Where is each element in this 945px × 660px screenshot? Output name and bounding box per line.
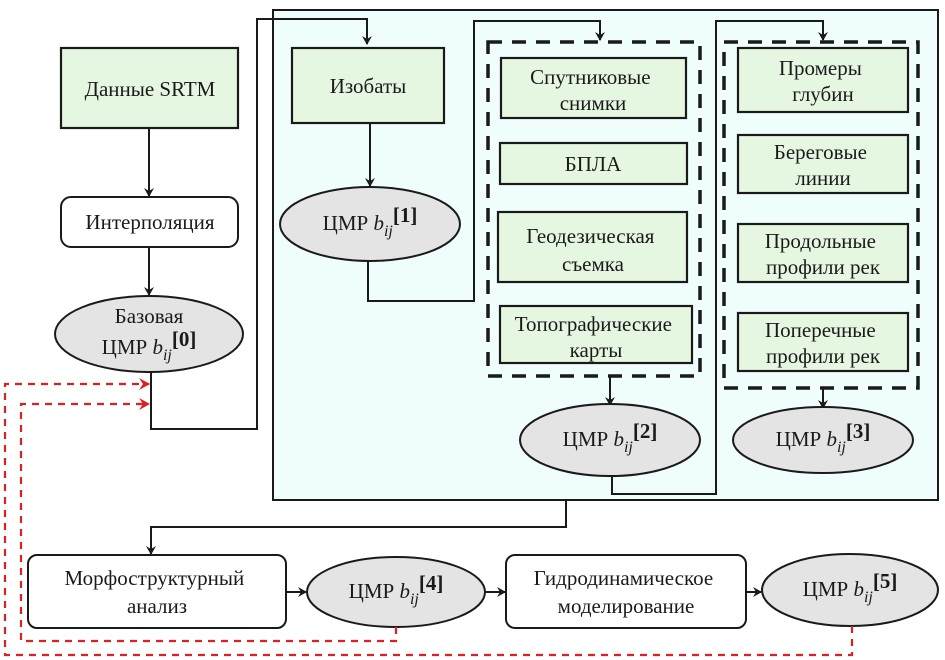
node-morpho-label: Морфоструктурный анализ	[65, 566, 250, 618]
node-soundings	[736, 46, 910, 114]
node-isobaths	[290, 46, 446, 125]
node-dem0-label: ЦМР bij[0]	[102, 327, 197, 364]
group2-frame	[486, 40, 702, 378]
node-satellite	[499, 56, 688, 120]
node-dem5	[761, 553, 939, 627]
node-dem0-prefix: Базовая	[115, 304, 184, 328]
node-hydro-label: Гидродинамическое моделирование	[534, 566, 719, 618]
group2-items: Спутниковые снимки БПЛА Геодезическая съ…	[496, 56, 694, 365]
node-long-profiles	[736, 222, 910, 284]
node-dem3-label: ЦМР bij[3]	[776, 419, 871, 456]
node-geodetic	[496, 210, 689, 284]
node-uav-label: БПЛА	[565, 152, 622, 176]
node-srtm	[59, 46, 240, 130]
connector-dem2-to-group3	[611, 20, 828, 495]
node-topomaps	[498, 304, 694, 365]
node-soundings-label: Промеры глубин	[779, 56, 867, 106]
group3-items: Промеры глубин Береговые линии Продольны…	[736, 46, 910, 373]
node-dem2	[519, 403, 701, 477]
node-dem1	[279, 186, 461, 262]
connector-dem1-to-group2	[367, 20, 605, 302]
node-coastlines	[736, 133, 910, 195]
node-long-profiles-label: Продольные профили рек	[765, 229, 881, 279]
node-dem3	[732, 406, 914, 474]
node-cross-profiles	[736, 311, 910, 373]
node-dem2-label: ЦМР bij[2]	[563, 419, 658, 456]
node-geodetic-label: Геодезическая съемка	[526, 224, 659, 276]
node-coastlines-label: Береговые линии	[774, 140, 872, 190]
node-interpolation-label: Интерполяция	[85, 210, 214, 234]
node-dem1-label: ЦМР bij[1]	[323, 203, 418, 240]
group3-frame	[722, 40, 920, 390]
feedback-dem4-to-dem0	[19, 398, 398, 643]
node-dem5-label: ЦМР bij[5]	[803, 569, 898, 606]
node-dem0	[54, 295, 244, 373]
node-srtm-label: Данные SRTM	[85, 77, 216, 101]
node-dem4-label: ЦМР bij[4]	[349, 571, 444, 608]
connector-panel-to-morpho	[146, 500, 567, 555]
node-isobaths-label: Изобаты	[330, 74, 407, 98]
feedback-dem5-to-dem0	[3, 378, 854, 657]
node-uav	[498, 141, 689, 186]
node-satellite-label: Спутниковые снимки	[530, 65, 656, 115]
node-topomaps-label: Топографические карты	[515, 312, 678, 362]
connector-dem0-to-isobaths	[150, 18, 372, 430]
node-cross-profiles-label: Поперечные профили рек	[765, 318, 881, 368]
